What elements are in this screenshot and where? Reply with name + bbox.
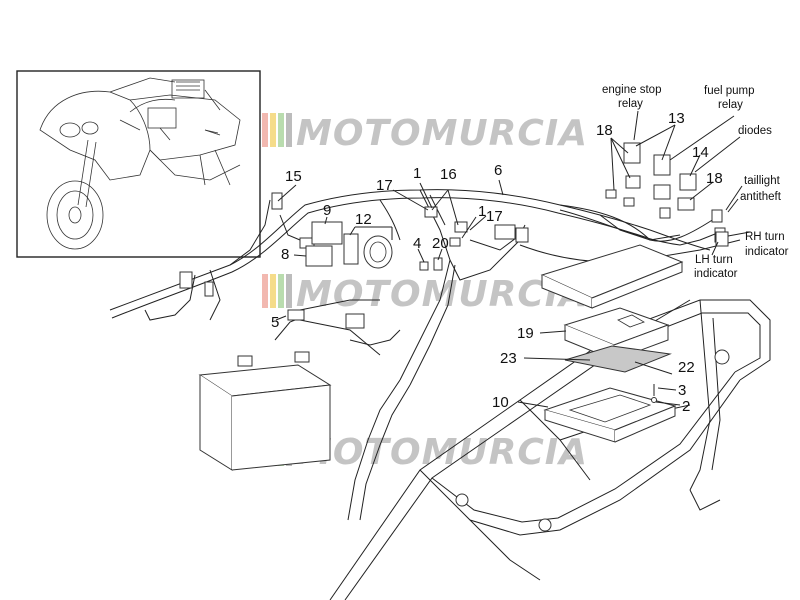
callout-3: 3 [678, 382, 686, 399]
callout-17a: 17 [376, 177, 393, 194]
small-bracket [345, 313, 365, 329]
callout-4: 4 [413, 235, 421, 252]
label-fuel-pump-relay: relay [718, 99, 743, 111]
callout-20: 20 [432, 235, 449, 252]
callout-22: 22 [678, 359, 695, 376]
callout-15: 15 [285, 168, 302, 185]
callout-17b: 17 [486, 208, 503, 225]
wiring-harness [109, 189, 729, 386]
battery [198, 351, 332, 471]
label-rh-turn: RH turn [745, 231, 785, 243]
watermark-text-top: MOTOMURCIA [296, 113, 588, 154]
rear-frame [299, 239, 771, 600]
pad-23 [564, 345, 672, 373]
label-lh-turn: LH turn [695, 254, 733, 266]
callout-18a: 18 [596, 122, 613, 139]
callout-9: 9 [323, 202, 331, 219]
motorcycle-inset [16, 70, 261, 258]
callout-16: 16 [440, 166, 457, 183]
label-engine-stop-relay: relay [618, 98, 643, 110]
descriptive-labels: engine stop relay fuel pump relay diodes… [602, 84, 789, 280]
callout-6: 6 [494, 162, 502, 179]
callout-12: 12 [355, 211, 372, 228]
label-diodes: diodes [738, 125, 772, 137]
callout-5: 5 [271, 314, 279, 331]
label-lh-turn-indicator: indicator [694, 268, 738, 280]
callout-23: 23 [500, 350, 517, 367]
callout-8: 8 [281, 246, 289, 263]
callout-13: 13 [668, 110, 685, 127]
callout-10: 10 [492, 394, 509, 411]
part-12 [343, 233, 393, 269]
watermark-top: MOTOMURCIA [262, 113, 588, 154]
label-fuel-pump: fuel pump [704, 85, 755, 97]
components [198, 142, 697, 471]
watermark-middle: MOTOMURCIA [262, 274, 587, 315]
watermark-text-bottom: MOTOMURCIA [296, 432, 588, 473]
callout-14: 14 [692, 144, 709, 161]
callout-1b: 1 [478, 203, 486, 220]
tray-10 [543, 387, 677, 443]
label-antitheft: antitheft [740, 191, 782, 203]
label-rh-turn-indicator: indicator [745, 246, 789, 258]
callout-2: 2 [682, 398, 690, 415]
label-taillight: taillight [744, 175, 781, 187]
leader-lines [275, 110, 751, 408]
callout-numbers: 15 9 8 12 5 17 1 16 6 1 17 4 20 19 23 22… [271, 110, 723, 415]
callout-1a: 1 [413, 165, 421, 182]
callout-19: 19 [517, 325, 534, 342]
relay-9 [311, 221, 343, 245]
relay-8 [305, 245, 333, 267]
callout-18b: 18 [706, 170, 723, 187]
label-engine-stop: engine stop [602, 84, 661, 96]
